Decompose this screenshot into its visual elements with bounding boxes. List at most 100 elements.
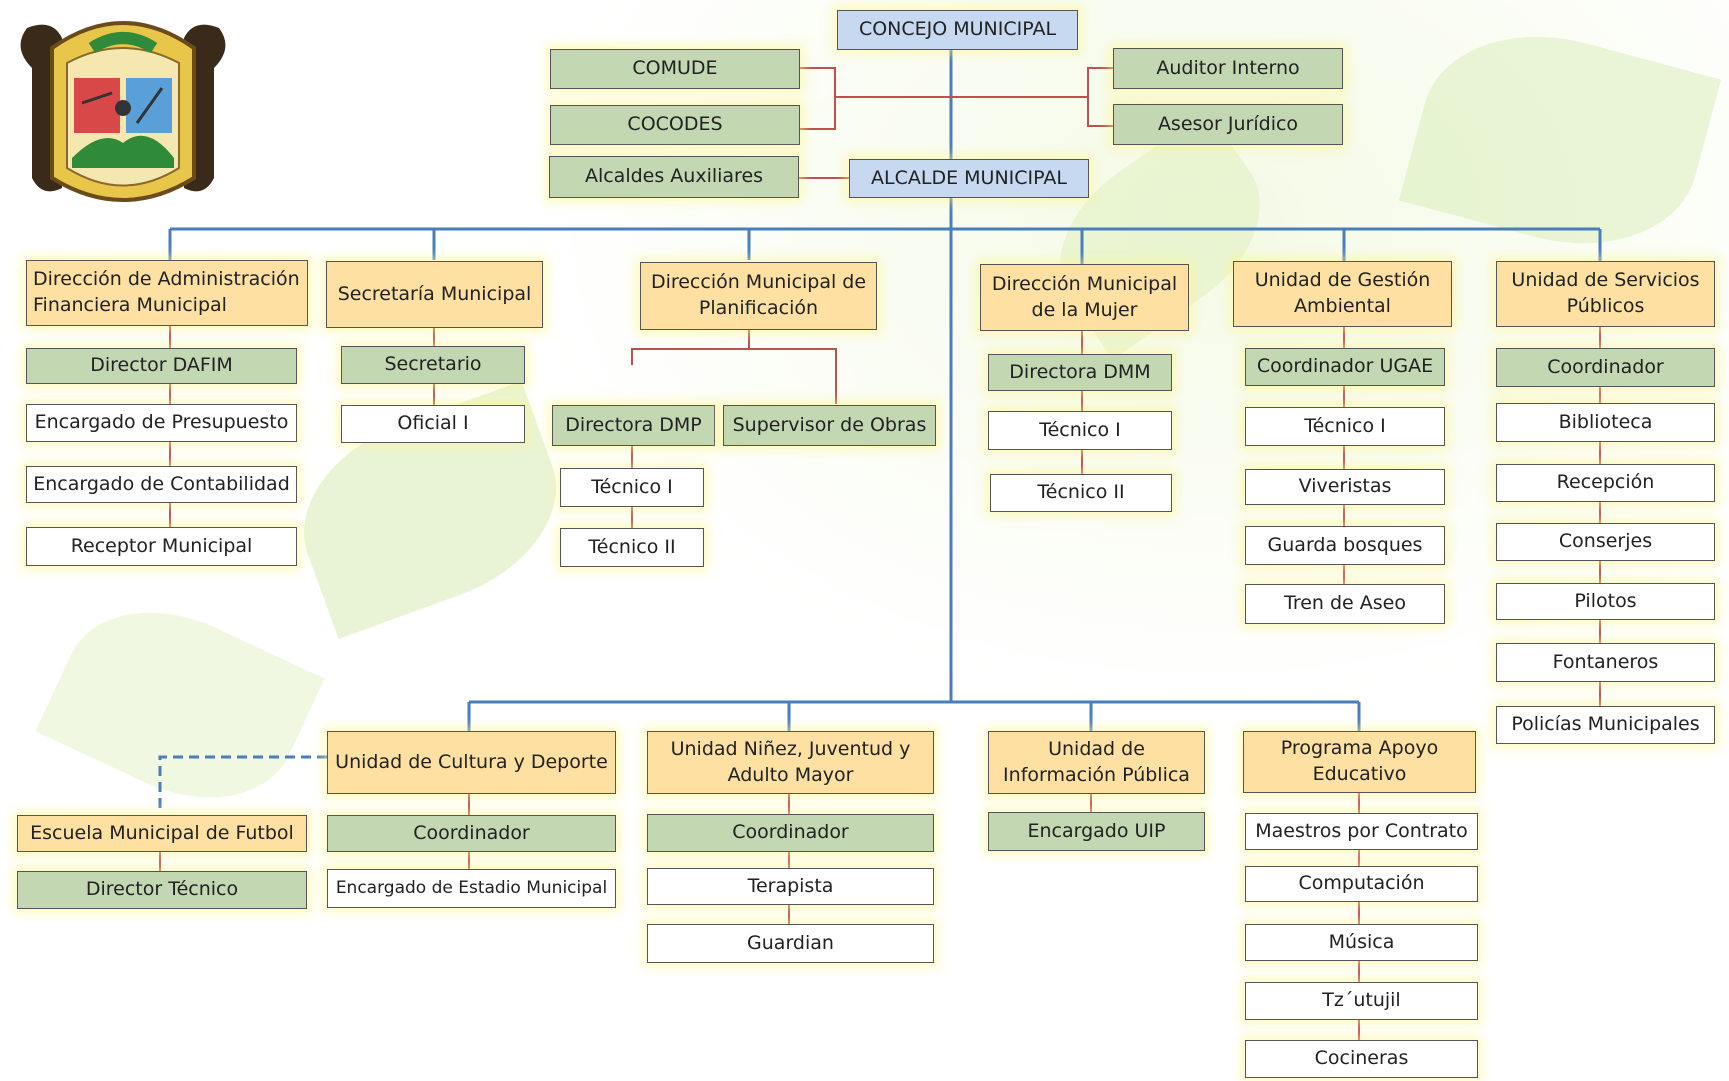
ninez-item: Coordinador bbox=[647, 814, 934, 852]
dafim-item-label: Director DAFIM bbox=[90, 354, 233, 377]
cocodes-label: COCODES bbox=[627, 113, 723, 136]
escuela-futbol-header: Escuela Municipal de Futbol bbox=[17, 815, 307, 852]
secretaria-title: Secretaría Municipal bbox=[337, 282, 532, 305]
dmm-item-label: Directora DMM bbox=[1009, 360, 1151, 383]
ninez-header: Unidad Niñez, Juventud y Adulto Mayor bbox=[647, 731, 934, 794]
usp-item-label: Policías Municipales bbox=[1511, 713, 1700, 736]
cultura-item: Encargado de Estadio Municipal bbox=[327, 869, 616, 908]
dmp-item-label: Técnico II bbox=[588, 535, 676, 558]
ugam-item: Técnico I bbox=[1245, 407, 1445, 446]
educativo-item-label: Música bbox=[1328, 930, 1395, 953]
usp-item: Policías Municipales bbox=[1496, 706, 1715, 744]
ninez-item: Guardian bbox=[647, 924, 934, 963]
auditor-interno-box: Auditor Interno bbox=[1113, 48, 1343, 89]
dmp-supervisor-label: Supervisor de Obras bbox=[732, 413, 927, 436]
dmp-directora-label: Directora DMP bbox=[565, 413, 702, 436]
uip-title: Unidad de Información Pública bbox=[1003, 737, 1190, 786]
educativo-title: Programa Apoyo Educativo bbox=[1280, 737, 1439, 785]
alcaldes-aux-label: Alcaldes Auxiliares bbox=[584, 165, 764, 188]
usp-item-label: Coordinador bbox=[1547, 355, 1664, 378]
ugam-item: Guarda bosques bbox=[1245, 526, 1445, 565]
cultura-header: Unidad de Cultura y Deporte bbox=[327, 731, 616, 794]
cultura-item: Coordinador bbox=[327, 815, 616, 852]
educativo-item: Maestros por Contrato bbox=[1245, 813, 1478, 850]
usp-item-label: Fontaneros bbox=[1552, 650, 1659, 673]
usp-item: Recepción bbox=[1496, 464, 1715, 502]
secretaria-header: Secretaría Municipal bbox=[326, 261, 543, 328]
municipal-coat-of-arms-logo bbox=[20, 21, 226, 202]
ugam-item: Tren de Aseo bbox=[1245, 584, 1445, 624]
educativo-item-label: Computación bbox=[1298, 872, 1425, 895]
dafim-header: Dirección de Administración Financiera M… bbox=[26, 260, 308, 326]
secretaria-item-label: Secretario bbox=[384, 353, 482, 376]
dafim-item-label: Encargado de Presupuesto bbox=[34, 411, 289, 434]
dafim-item-label: Receptor Municipal bbox=[70, 534, 253, 557]
usp-header: Unidad de Servicios Públicos bbox=[1496, 261, 1715, 327]
escuela-title: Escuela Municipal de Futbol bbox=[30, 821, 294, 844]
secretaria-item-label: Oficial I bbox=[397, 412, 469, 435]
usp-item-label: Conserjes bbox=[1558, 530, 1653, 553]
usp-title: Unidad de Servicios Públicos bbox=[1511, 269, 1700, 317]
ugam-item-label: Guarda bosques bbox=[1267, 533, 1423, 556]
uip-header: Unidad de Información Pública bbox=[988, 731, 1205, 794]
ugam-item: Coordinador UGAE bbox=[1245, 348, 1445, 386]
ugam-title: Unidad de Gestión Ambiental bbox=[1254, 269, 1431, 317]
asesor-label: Asesor Jurídico bbox=[1157, 112, 1299, 135]
educativo-item: Cocineras bbox=[1245, 1040, 1478, 1078]
dmp-header: Dirección Municipal de Planificación bbox=[640, 262, 877, 330]
comude-box: COMUDE bbox=[550, 49, 800, 89]
usp-item: Conserjes bbox=[1496, 523, 1715, 561]
ninez-item-label: Guardian bbox=[747, 931, 834, 954]
usp-item-label: Pilotos bbox=[1574, 589, 1637, 612]
dafim-item-label: Encargado de Contabilidad bbox=[33, 472, 290, 495]
escuela-item: Director Técnico bbox=[17, 871, 307, 909]
ugam-item-label: Coordinador UGAE bbox=[1256, 355, 1434, 378]
dafim-item: Encargado de Presupuesto bbox=[26, 404, 297, 442]
ugam-item: Viveristas bbox=[1245, 469, 1445, 505]
dmm-header: Dirección Municipal de la Mujer bbox=[980, 264, 1189, 331]
usp-item-label: Biblioteca bbox=[1558, 410, 1653, 433]
dmp-supervisor-box: Supervisor de Obras bbox=[723, 405, 936, 446]
cocodes-box: COCODES bbox=[550, 105, 800, 145]
secretaria-item: Oficial I bbox=[341, 405, 525, 443]
cultura-item-label: Encargado de Estadio Municipal bbox=[335, 878, 608, 899]
ugam-item-label: Técnico I bbox=[1304, 414, 1386, 437]
concejo-municipal-box: CONCEJO MUNICIPAL bbox=[837, 10, 1078, 50]
dmm-item-label: Técnico I bbox=[1039, 418, 1121, 441]
uip-item-label: Encargado UIP bbox=[1027, 819, 1166, 842]
usp-item: Fontaneros bbox=[1496, 643, 1715, 682]
educativo-item-label: Cocineras bbox=[1314, 1047, 1409, 1070]
cultura-item-label: Coordinador bbox=[413, 821, 530, 844]
dmm-item: Directora DMM bbox=[988, 354, 1172, 391]
asesor-juridico-box: Asesor Jurídico bbox=[1113, 104, 1343, 145]
dafim-item: Receptor Municipal bbox=[26, 527, 297, 566]
escuela-item-label: Director Técnico bbox=[85, 878, 239, 901]
dmm-item: Técnico II bbox=[990, 474, 1172, 512]
dmp-item-label: Técnico I bbox=[591, 475, 673, 498]
dafim-item: Encargado de Contabilidad bbox=[26, 466, 297, 503]
ninez-item-label: Terapista bbox=[747, 874, 834, 897]
dmm-title: Dirección Municipal de la Mujer bbox=[991, 272, 1178, 321]
dafim-item: Director DAFIM bbox=[26, 348, 297, 384]
alcalde-municipal-box: ALCALDE MUNICIPAL bbox=[849, 159, 1089, 198]
dmp-item: Técnico II bbox=[560, 528, 704, 567]
ninez-item-label: Coordinador bbox=[732, 821, 849, 844]
dafim-title: Dirección de Administración Financiera M… bbox=[33, 268, 300, 316]
uip-item: Encargado UIP bbox=[988, 812, 1205, 851]
secretaria-item: Secretario bbox=[341, 346, 525, 384]
educativo-item: Computación bbox=[1245, 866, 1478, 902]
auditor-label: Auditor Interno bbox=[1156, 56, 1300, 79]
comude-label: COMUDE bbox=[632, 57, 718, 80]
dmp-directora-box: Directora DMP bbox=[552, 405, 715, 446]
alcaldes-auxiliares-box: Alcaldes Auxiliares bbox=[549, 156, 799, 198]
ugam-item-label: Tren de Aseo bbox=[1284, 592, 1406, 615]
dmm-item: Técnico I bbox=[988, 411, 1172, 450]
educativo-item-label: Tz´utujil bbox=[1322, 989, 1401, 1012]
usp-item: Pilotos bbox=[1496, 583, 1715, 620]
usp-item: Biblioteca bbox=[1496, 403, 1715, 442]
concejo-label: CONCEJO MUNICIPAL bbox=[858, 18, 1057, 41]
alcalde-label: ALCALDE MUNICIPAL bbox=[871, 166, 1067, 189]
educativo-item: Tz´utujil bbox=[1245, 982, 1478, 1020]
educativo-item-label: Maestros por Contrato bbox=[1255, 819, 1468, 842]
